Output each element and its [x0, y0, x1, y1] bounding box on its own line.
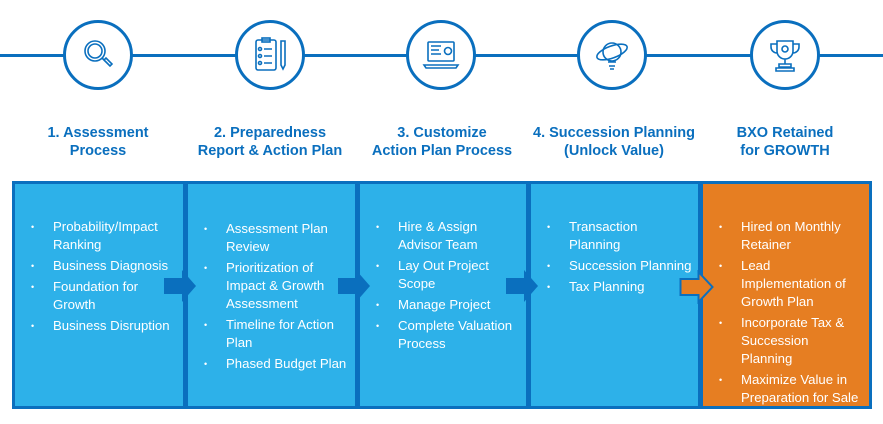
list-item: Business Diagnosis	[31, 257, 177, 275]
list-item: Phased Budget Plan	[204, 355, 349, 373]
step-4-title: 4. Succession Planning(Unlock Value)	[533, 125, 695, 159]
list-item: Probability/Impact Ranking	[31, 218, 177, 254]
list-item: Maximize Value in Preparation for Sale	[719, 371, 863, 407]
list-item: Timeline for Action Plan	[204, 316, 349, 352]
list-item: Incorporate Tax & Succession Planning	[719, 314, 863, 368]
step-1-box: Probability/Impact Ranking Business Diag…	[12, 181, 186, 409]
list-item: Succession Planning	[547, 257, 692, 275]
magnifier-icon	[63, 20, 133, 90]
list-item: Manage Project	[376, 296, 520, 314]
lightbulb-orbit-icon	[577, 20, 647, 90]
clipboard-pen-icon	[235, 20, 305, 90]
step-4-box: Transaction Planning Succession Planning…	[528, 181, 701, 409]
list-item: Hired on Monthly Retainer	[719, 218, 863, 254]
trophy-icon	[750, 20, 820, 90]
list-item: Transaction Planning	[547, 218, 692, 254]
arrow-right-icon	[164, 270, 196, 302]
list-item: Prioritization of Impact & Growth Assess…	[204, 259, 349, 313]
list-item: Lead Implementation of Growth Plan	[719, 257, 863, 311]
list-item: Lay Out Project Scope	[376, 257, 520, 293]
list-item: Complete Valuation Process	[376, 317, 520, 353]
list-item: Tax Planning	[547, 278, 692, 296]
step-2-box: Assessment Plan Review Prioritization of…	[185, 181, 358, 409]
arrow-right-icon	[506, 270, 538, 302]
list-item: Assessment Plan Review	[204, 220, 349, 256]
list-item: Foundation for Growth	[31, 278, 177, 314]
list-item: Business Disruption	[31, 317, 177, 335]
laptop-gear-icon	[406, 20, 476, 90]
list-item: Hire & Assign Advisor Team	[376, 218, 520, 254]
arrow-right-icon	[338, 270, 370, 302]
arrow-right-icon	[679, 270, 714, 304]
step-3-box: Hire & Assign Advisor Team Lay Out Proje…	[357, 181, 529, 409]
step-5-box: Hired on Monthly Retainer Lead Implement…	[700, 181, 872, 409]
